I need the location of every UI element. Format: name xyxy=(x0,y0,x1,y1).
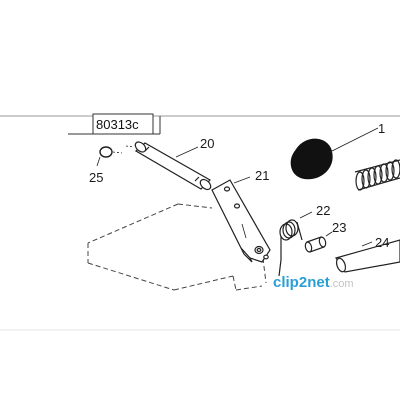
o-ring-part xyxy=(96,146,123,167)
housing-dashed-outline xyxy=(87,203,267,291)
rod-part xyxy=(335,239,400,273)
watermark-brand-part1: clip xyxy=(273,274,299,291)
watermark-brand-part2: 2 xyxy=(299,274,307,291)
callout-24: 24 xyxy=(375,235,389,250)
torsion-spring-part xyxy=(278,211,313,277)
callout-25: 25 xyxy=(89,170,103,185)
watermark-brand-suffix: .com xyxy=(330,278,354,290)
callout-1: 1 xyxy=(378,121,385,136)
callout-22: 22 xyxy=(316,203,330,218)
bushing-part xyxy=(304,231,333,253)
callout-21: 21 xyxy=(255,168,269,183)
callout-20: 20 xyxy=(200,136,214,151)
clip2net-watermark: clip2net.com xyxy=(273,274,354,291)
watermark-brand-part3: net xyxy=(307,274,330,291)
lever-bracket-part xyxy=(211,176,271,263)
knob-part xyxy=(290,127,400,191)
reference-code: 80313c xyxy=(96,117,139,132)
callout-23: 23 xyxy=(332,220,346,235)
watermark-text: clip2net.com xyxy=(273,274,354,291)
reference-code-box: 80313c xyxy=(68,113,161,135)
pin-shaft-part xyxy=(125,141,212,191)
